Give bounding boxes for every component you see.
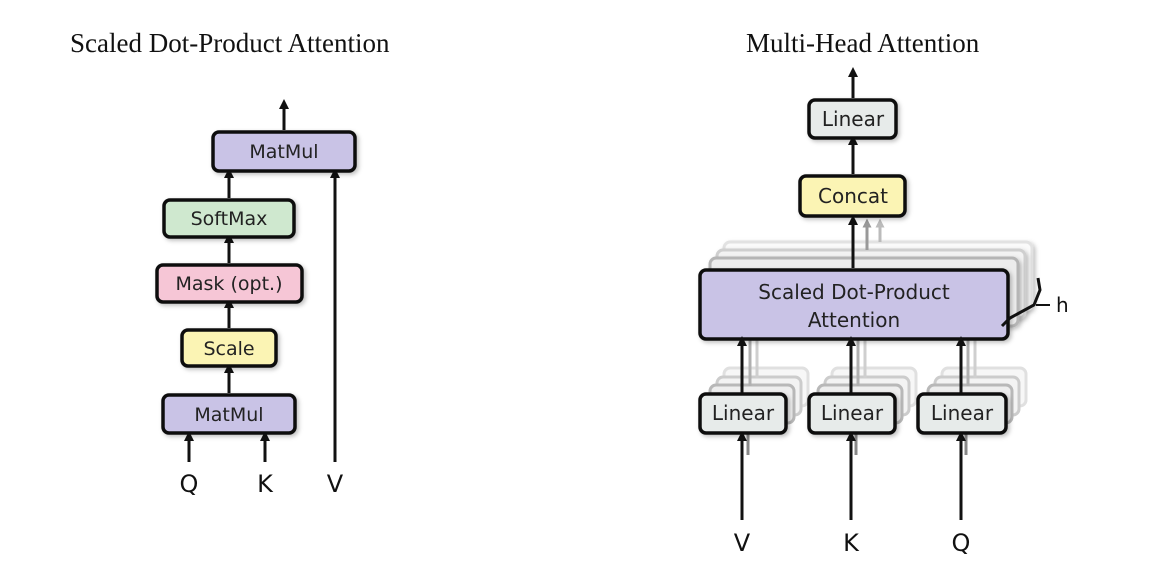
scaled-dot-product-attention-block: Scaled Dot-Product Attention [698, 268, 1010, 341]
heads-label: h [1056, 293, 1069, 317]
linear-q-label: Linear [931, 401, 994, 425]
matmul-bottom-label: MatMul [194, 404, 263, 426]
matmul-bottom-block: MatMul [161, 393, 297, 435]
linear-q-block: Linear [916, 392, 1008, 435]
linear-output-label: Linear [822, 107, 885, 131]
concat-label: Concat [818, 184, 888, 208]
softmax-label: SoftMax [191, 208, 268, 230]
linear-v-label: Linear [712, 401, 775, 425]
input-q-label: Q [180, 470, 199, 498]
matmul-top-label: MatMul [249, 141, 318, 163]
mask-label: Mask (opt.) [176, 273, 283, 295]
matmul-top-block: MatMul [211, 130, 357, 173]
linear-output-block: Linear [807, 98, 898, 140]
linear-v-block: Linear [698, 392, 788, 435]
scaled-dot-product-diagram: MatMul SoftMax Mask (opt.) Scale MatMul … [155, 99, 357, 498]
scale-block: Scale [180, 328, 278, 368]
multi-head-attention-title: Multi-Head Attention [746, 28, 980, 58]
input-k-label: K [257, 470, 274, 498]
scaled-dot-product-attention-title: Scaled Dot-Product Attention [70, 28, 390, 58]
scale-label: Scale [203, 338, 254, 360]
concat-block: Concat [798, 174, 907, 218]
attention-label-line1: Scaled Dot-Product [758, 280, 950, 304]
heads-bracket: h [1000, 277, 1069, 328]
attention-label-line2: Attention [808, 308, 900, 332]
mh-input-k-label: K [843, 529, 860, 557]
linear-k-block: Linear [807, 392, 897, 435]
linear-k-label: Linear [821, 401, 884, 425]
mh-input-q-label: Q [952, 529, 971, 557]
mask-block: Mask (opt.) [155, 263, 304, 304]
softmax-block: SoftMax [162, 198, 296, 239]
ghost-arrows [746, 218, 977, 455]
input-v-label: V [327, 470, 344, 498]
mh-input-v-label: V [734, 529, 751, 557]
multi-head-attention-diagram: Scaled Dot-Product Attention h Linear [698, 67, 1069, 557]
